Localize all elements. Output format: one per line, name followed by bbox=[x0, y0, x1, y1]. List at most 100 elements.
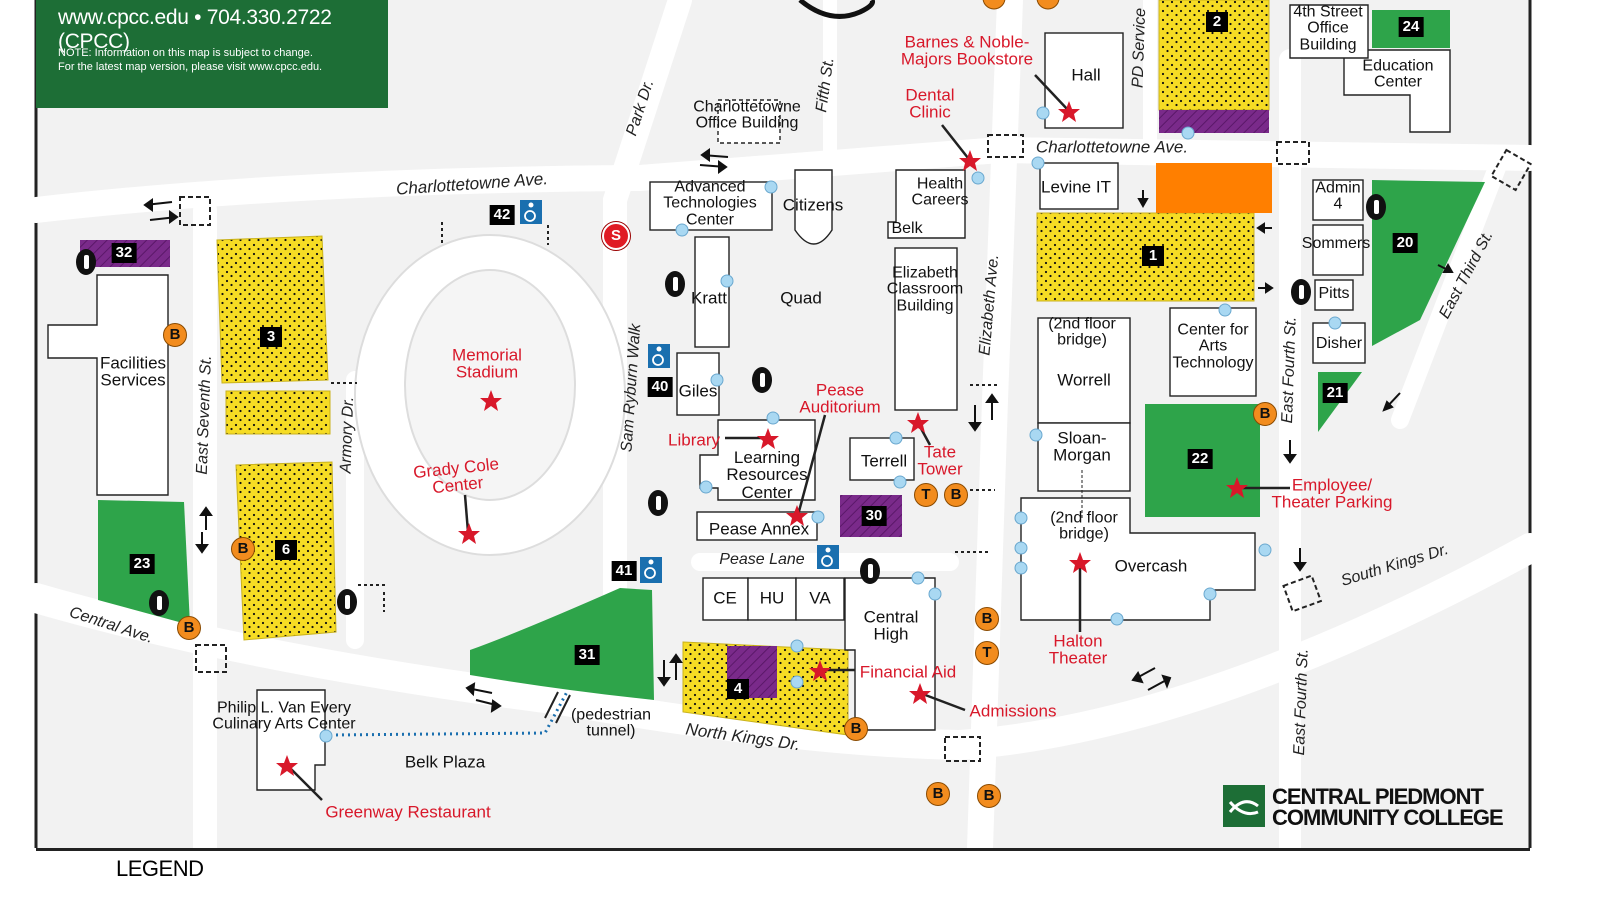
tunnel-path bbox=[329, 689, 570, 737]
building-culinary-arts[interactable]: Philip L. Van Every Culinary Arts Center bbox=[212, 699, 356, 733]
building-sloan-morgan[interactable]: Sloan-Morgan bbox=[1053, 428, 1111, 465]
overcash-bridge-label: (2nd floor bridge) bbox=[1050, 509, 1118, 543]
buildings bbox=[47, 4, 1451, 791]
building-hall[interactable]: Hall bbox=[1071, 65, 1101, 85]
parking-lot-30[interactable]: 30 bbox=[861, 506, 887, 526]
building-education-center[interactable]: Education Center bbox=[1362, 57, 1434, 91]
area-quad: Quad bbox=[780, 288, 822, 308]
building-kratt[interactable]: Kratt bbox=[691, 288, 727, 308]
phone-markers bbox=[76, 194, 1386, 616]
building-center-arts-technology[interactable]: Center for Arts Technology bbox=[1172, 321, 1254, 372]
construction-area bbox=[1156, 163, 1272, 213]
parking-lot-20[interactable]: 20 bbox=[1392, 233, 1418, 253]
logo-line-2: COMMUNITY COLLEGE bbox=[1272, 805, 1504, 830]
pedestrian-tunnel-label: (pedestrian tunnel) bbox=[570, 706, 652, 740]
traffic-arrows bbox=[143, 148, 1454, 713]
building-pitts[interactable]: Pitts bbox=[1318, 284, 1350, 302]
street-pease-lane: Pease Lane bbox=[719, 550, 805, 568]
building-terrell[interactable]: Terrell bbox=[860, 451, 908, 471]
accessible-entrances bbox=[319, 106, 1342, 743]
building-giles[interactable]: Giles bbox=[678, 381, 718, 401]
landmark-admissions[interactable]: Admissions bbox=[969, 701, 1057, 721]
parking-lot-40[interactable]: 40 bbox=[647, 377, 673, 397]
legend-panel bbox=[36, 848, 1530, 900]
building-facilities-services[interactable]: Facilities Services bbox=[99, 353, 167, 390]
building-citizens[interactable]: Citizens bbox=[782, 195, 844, 215]
header-note-line-2: For the latest map version, please visit… bbox=[58, 61, 323, 73]
building-belk[interactable]: Belk bbox=[891, 219, 923, 237]
parking-lot-4[interactable]: 4 bbox=[727, 679, 749, 699]
belk-plaza-label: Belk Plaza bbox=[404, 752, 486, 772]
legend-title: LEGEND bbox=[116, 856, 204, 881]
bus-stop-icon[interactable]: B bbox=[163, 323, 187, 347]
roads bbox=[21, 0, 1545, 861]
building-pease-annex[interactable]: Pease Annex bbox=[708, 519, 810, 539]
building-ce[interactable]: CE bbox=[713, 588, 737, 608]
worrell-bridge-label: (2nd floor bridge) bbox=[1048, 315, 1116, 349]
bus-stop-icon[interactable]: B bbox=[944, 483, 968, 507]
street-charlottetowne-east: Charlottetowne Ave. bbox=[1035, 137, 1189, 157]
trolley-stop-icon[interactable]: T bbox=[914, 483, 938, 507]
handicap-signs bbox=[520, 200, 839, 583]
building-worrell[interactable]: Worrell bbox=[1057, 370, 1111, 390]
bus-stop-icon[interactable]: B bbox=[975, 607, 999, 631]
header-panel: www.cpcc.edu • 704.330.2722 (CPCC) NOTE:… bbox=[36, 0, 388, 108]
parking-lot-2[interactable]: 2 bbox=[1206, 12, 1228, 32]
building-central-high[interactable]: Central High bbox=[863, 607, 919, 644]
landmark-financial-aid[interactable]: Financial Aid bbox=[859, 662, 957, 682]
landmark-bookstore[interactable]: Barnes & Noble- Majors Bookstore bbox=[900, 32, 1034, 69]
logo-line-1: CENTRAL PIEDMONT bbox=[1272, 784, 1484, 809]
landmark-library[interactable]: Library bbox=[668, 430, 720, 450]
landmark-halton-theater[interactable]: Halton Theater bbox=[1048, 631, 1108, 668]
street-pd-service: PD Service bbox=[1129, 7, 1150, 89]
building-admin4[interactable]: Admin 4 bbox=[1315, 179, 1361, 213]
building-learning-resources[interactable]: Learning Resources Center bbox=[726, 448, 808, 502]
landmark-employee-parking[interactable]: Employee/ Theater Parking bbox=[1271, 475, 1393, 512]
landmark-dental-clinic[interactable]: Dental Clinic bbox=[905, 85, 955, 122]
bus-stop-icon[interactable]: B bbox=[177, 616, 201, 640]
landmark-stars bbox=[276, 101, 1248, 776]
parking-lot-21[interactable]: 21 bbox=[1322, 383, 1348, 403]
parking-lot-22[interactable]: 22 bbox=[1187, 449, 1213, 469]
parking-lot-3[interactable]: 3 bbox=[260, 327, 282, 347]
college-logo-text: CENTRAL PIEDMONT COMMUNITY COLLEGE bbox=[1272, 784, 1504, 830]
header-note-line-1: NOTE: Information on this map is subject… bbox=[58, 47, 313, 59]
landmark-memorial-stadium[interactable]: Memorial Stadium bbox=[452, 345, 522, 382]
header-note: NOTE: Information on this map is subject… bbox=[58, 46, 322, 74]
building-health-careers[interactable]: Health Careers bbox=[911, 175, 969, 209]
station-icon[interactable]: S bbox=[602, 222, 630, 250]
street-armory-dr: Armory Dr. bbox=[337, 396, 358, 474]
bus-stop-icon[interactable]: B bbox=[926, 782, 950, 806]
parking-lot-42[interactable]: 42 bbox=[489, 205, 515, 225]
building-hu[interactable]: HU bbox=[759, 588, 785, 608]
parking-lot-23[interactable]: 23 bbox=[129, 554, 155, 574]
building-advanced-technologies[interactable]: Advanced Technologies Center bbox=[663, 178, 757, 229]
leader-lines bbox=[286, 74, 1290, 801]
header-contact[interactable]: www.cpcc.edu • 704.330.2722 (CPCC) bbox=[58, 6, 332, 53]
building-sommers[interactable]: Sommers bbox=[1301, 234, 1371, 252]
landmark-greenway-restaurant[interactable]: Greenway Restaurant bbox=[325, 802, 491, 822]
bus-stop-icon[interactable]: B bbox=[1253, 402, 1277, 426]
parking-lot-1[interactable]: 1 bbox=[1142, 246, 1164, 266]
parking-lot-24[interactable]: 24 bbox=[1398, 17, 1424, 37]
bus-stop-icon[interactable]: B bbox=[231, 537, 255, 561]
building-charlottetowne-office[interactable]: Charlottetowne Office Building bbox=[693, 98, 801, 132]
building-overcash[interactable]: Overcash bbox=[1114, 556, 1188, 576]
parking-lot-31[interactable]: 31 bbox=[574, 645, 600, 665]
trolley-stop-icon[interactable]: T bbox=[975, 641, 999, 665]
building-elizabeth-classroom[interactable]: Elizabeth Classroom Building bbox=[886, 264, 964, 315]
entry-points bbox=[179, 134, 1532, 762]
building-4th-street-office[interactable]: 4th Street Office Building bbox=[1293, 3, 1363, 54]
building-va[interactable]: VA bbox=[809, 588, 831, 608]
parking-lot-41[interactable]: 41 bbox=[611, 561, 637, 581]
landmark-pease-auditorium[interactable]: Pease Auditorium bbox=[799, 380, 881, 417]
parking-lot-32[interactable]: 32 bbox=[111, 243, 137, 263]
bus-stop-icon[interactable]: B bbox=[844, 717, 868, 741]
building-disher[interactable]: Disher bbox=[1315, 334, 1363, 352]
parking-lot-6[interactable]: 6 bbox=[275, 540, 297, 560]
landmark-tate-tower[interactable]: Tate Tower bbox=[917, 442, 963, 479]
building-levine-it[interactable]: Levine IT bbox=[1041, 177, 1111, 197]
bus-stop-icon[interactable]: B bbox=[977, 784, 1001, 808]
